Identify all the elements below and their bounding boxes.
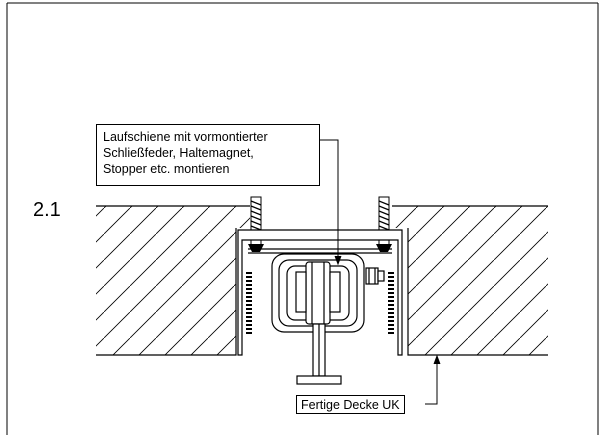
rail-callout-line-1: Laufschiene mit vormontierter xyxy=(103,130,268,144)
ceiling-callout: Fertige Decke UK xyxy=(296,395,405,414)
drawing-frame xyxy=(6,2,599,435)
screw-left xyxy=(248,196,264,252)
rail-callout-line-2: Schließfeder, Haltemagnet, xyxy=(103,146,254,160)
ceiling-right-section xyxy=(392,205,548,356)
leader-line-ceiling xyxy=(425,354,441,405)
screw-right xyxy=(376,196,392,252)
running-rail xyxy=(237,229,403,356)
leader-line-rail xyxy=(320,139,342,266)
rail-callout-line-3: Stopper etc. montieren xyxy=(103,162,230,176)
step-number: 2.1 xyxy=(33,199,61,221)
hanger-bolt xyxy=(296,323,342,385)
trolley-carriage xyxy=(271,253,385,333)
ceiling-left-section xyxy=(96,205,250,356)
rail-mounting-callout: Laufschiene mit vormontierter Schließfed… xyxy=(96,124,320,186)
